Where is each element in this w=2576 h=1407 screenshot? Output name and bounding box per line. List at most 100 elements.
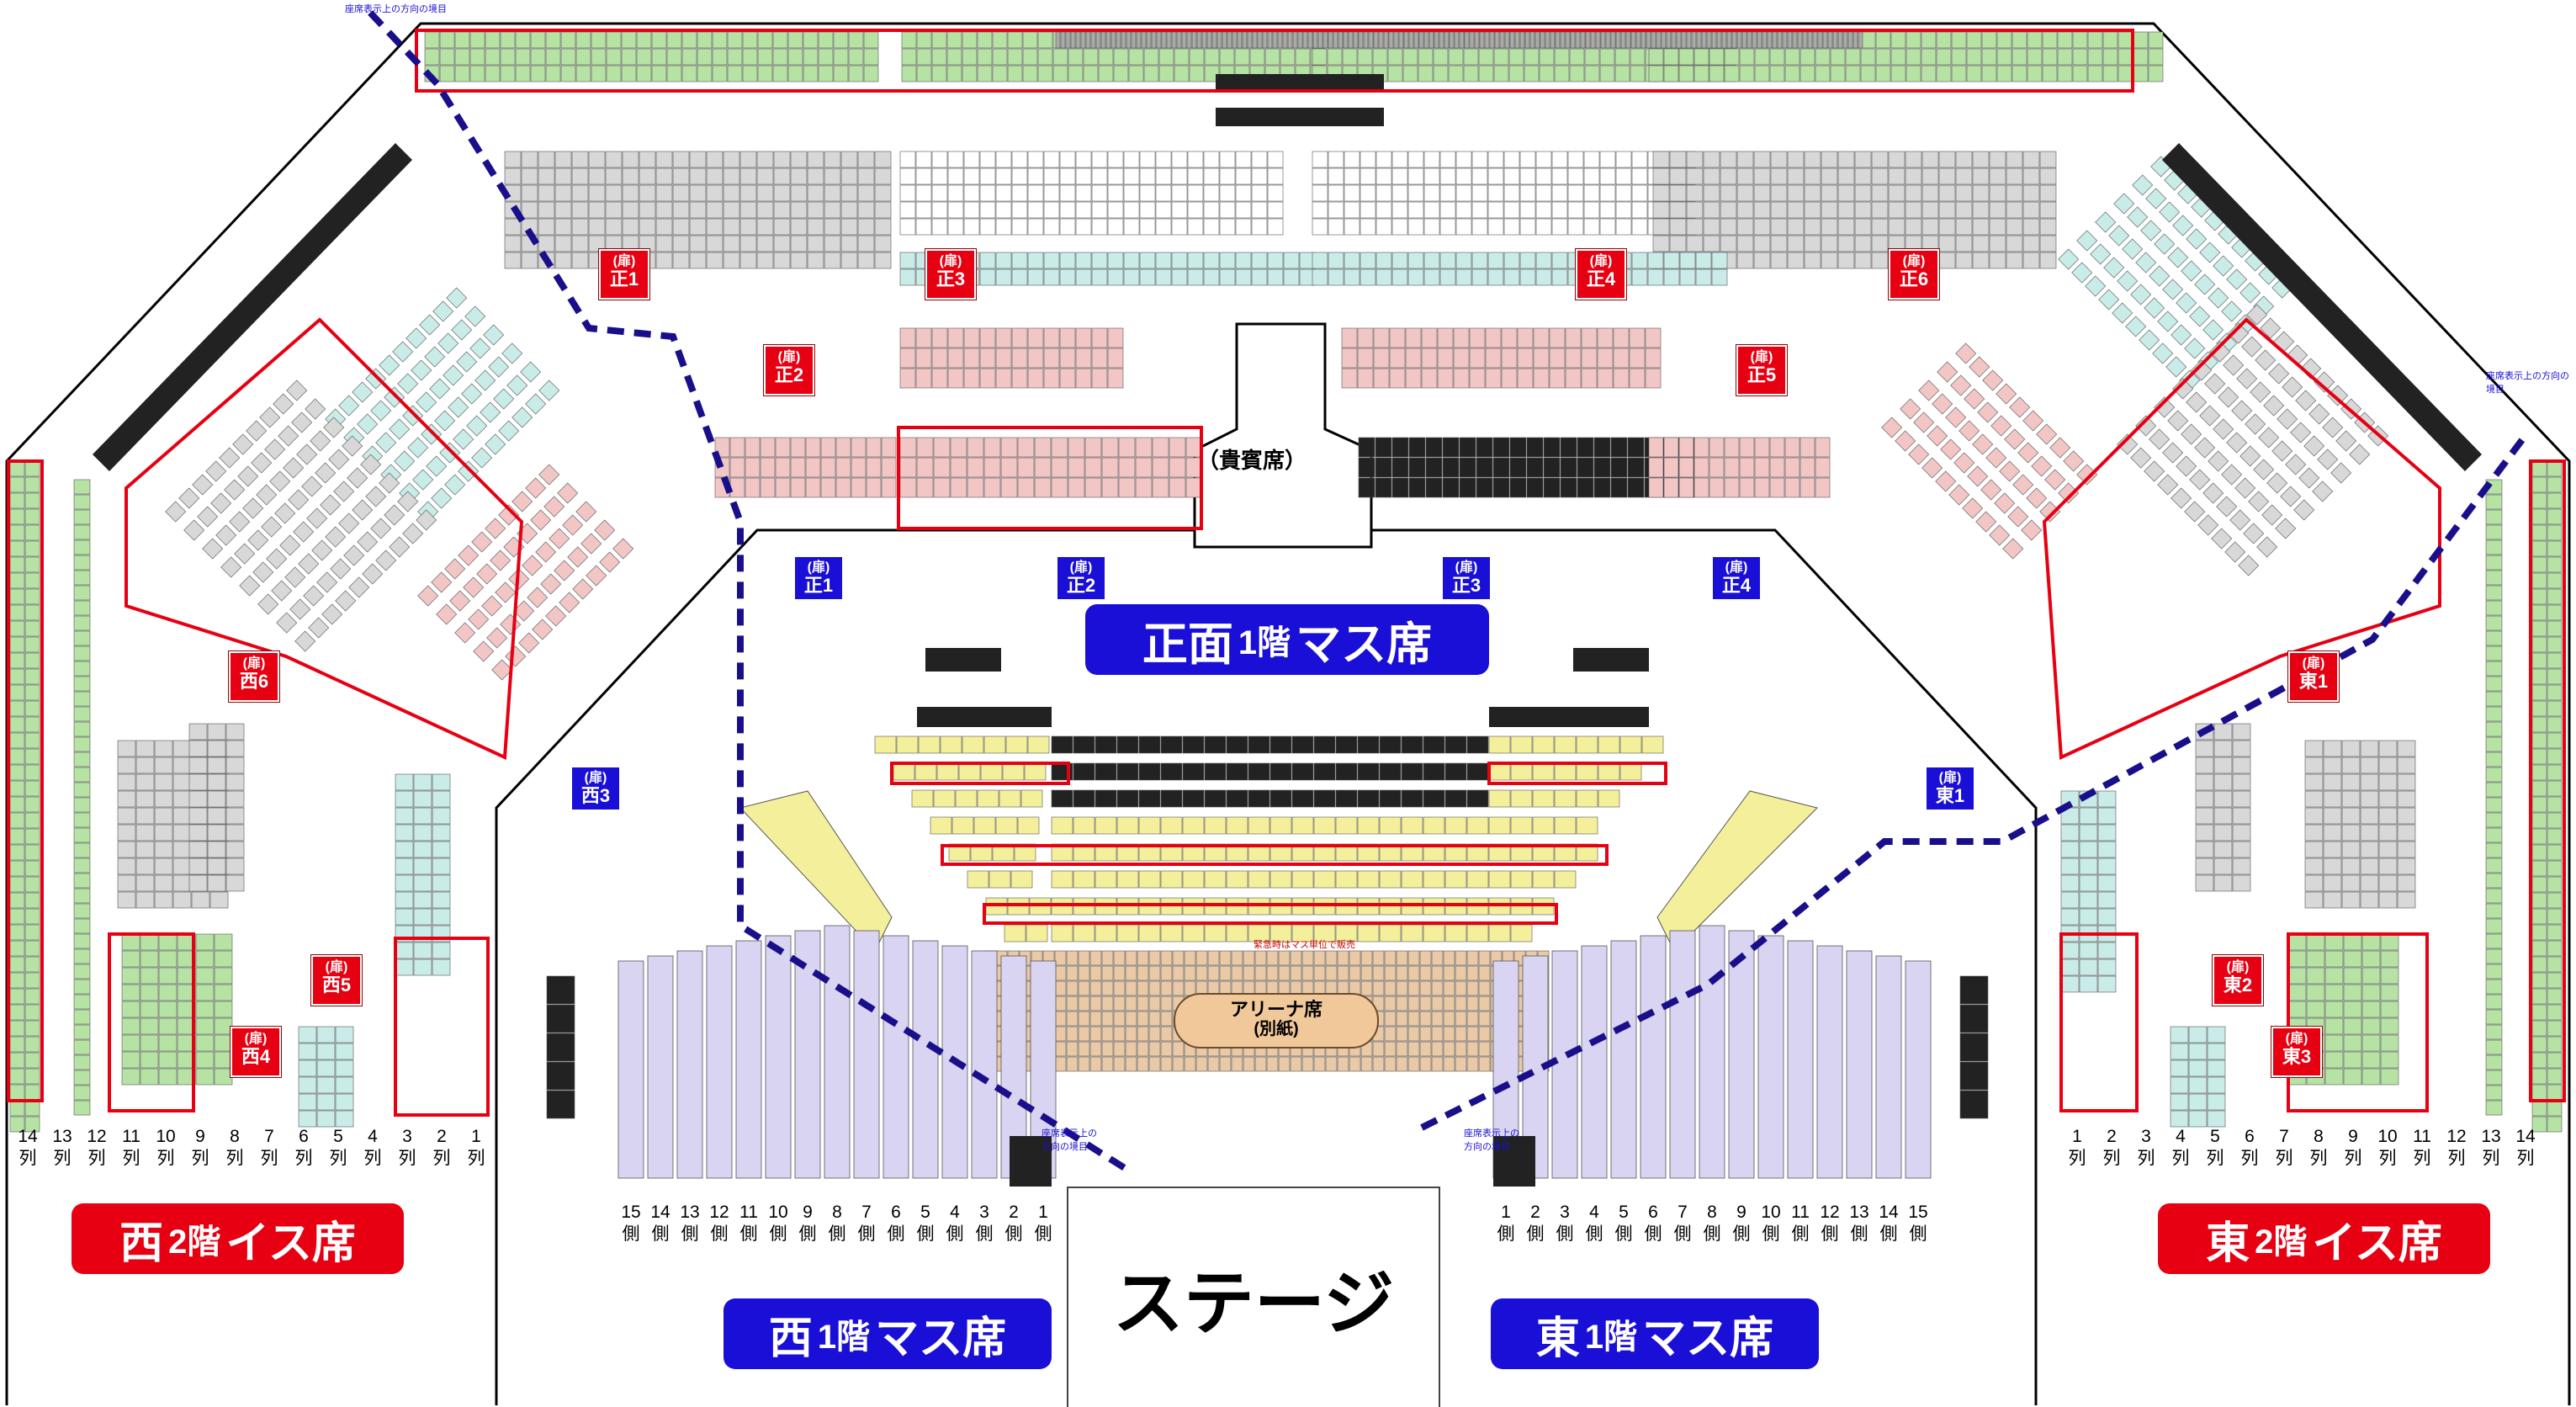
masu-box [1598,789,1620,808]
masu-box [1073,870,1095,889]
seat [2039,235,2057,252]
seat [946,48,962,66]
seat [2188,1093,2208,1111]
seat [1066,996,1079,1011]
seat [1089,965,1102,981]
seat [2547,1036,2563,1053]
seat [448,396,469,418]
seat [379,354,400,376]
masu-box [1619,762,1642,781]
east-2f-col-label: 2 列 [2102,1127,2121,1169]
masu-box [1423,789,1445,808]
seat [2184,501,2206,523]
seat [1597,327,1614,348]
seat [1160,980,1173,996]
arena-seats[interactable]: アリーナ席 (別紙) [1174,993,1379,1049]
seat [995,368,1012,389]
masu-box [936,762,959,781]
masu-box [1466,924,1489,942]
seat [305,398,326,420]
seat [1487,167,1504,185]
masu-row-center [1051,843,1489,862]
seat [554,235,572,252]
seat [1204,31,1220,49]
seat [1143,48,1159,66]
seat [140,1051,159,1069]
seat [1972,201,1990,219]
seat [1384,1011,1397,1027]
seat [121,984,140,1001]
seat [2195,841,2214,858]
seat [1951,65,1967,82]
seat [505,645,527,667]
west-2f-col-label: 10 列 [156,1127,176,1169]
seat [2012,31,2027,49]
seat [2378,773,2398,791]
seat [851,457,867,478]
seat [1489,31,1495,49]
seat [1166,31,1172,49]
seat [1442,477,1460,498]
seat [1669,167,1687,185]
seat [2397,740,2416,757]
seat [820,437,836,458]
seat [1709,457,1725,478]
seat [2022,201,2040,219]
seat [2079,874,2098,892]
seat [1396,950,1408,966]
masu-box [1335,816,1358,835]
seat [2290,422,2312,443]
seat [1101,965,1114,981]
masu-box [1357,762,1380,781]
door-sho3-1f: (扉)正3 [1443,557,1490,599]
seat [395,807,414,825]
seat [140,1068,159,1086]
east-corner-pink [1648,437,1831,498]
seat [1148,1011,1161,1027]
seat [1837,151,1855,168]
seat [835,437,851,458]
seat [135,841,155,858]
seat [485,65,501,82]
seat [1936,31,1952,49]
masu-box [1488,735,1511,754]
seat [931,368,948,389]
seat [2188,1110,2208,1128]
seat [995,348,1012,369]
seat [1442,437,1460,458]
seat [24,732,40,749]
seat [1078,1011,1090,1027]
seat [1184,965,1196,981]
seat [1100,31,1106,49]
masu-row-right [1488,843,1598,862]
seat [773,184,791,202]
seat [1360,950,1373,966]
seat [1652,218,1670,236]
seat [2531,476,2547,493]
seat [2181,423,2202,445]
seat [392,341,414,363]
seat [1652,201,1670,219]
masu-frame-14-left [890,762,1070,785]
seat [1533,348,1550,369]
seat [1770,184,1788,202]
seat [365,486,387,507]
seat [9,860,25,877]
east-2f-cols-4-6 [2170,1026,2226,1128]
seat [1535,268,1552,286]
seat [1955,252,1973,269]
masu-box [911,789,934,808]
seat [2485,857,2503,873]
seat [1938,252,1956,269]
seat [639,201,656,219]
seat [2127,206,2149,228]
seat [207,723,226,741]
seat [207,857,226,875]
masu-row-center [1051,735,1489,754]
seat [188,874,208,892]
seat [1219,201,1236,219]
seat [500,48,516,66]
seat [621,65,637,82]
seat [1055,31,1061,49]
seat [214,1017,233,1035]
